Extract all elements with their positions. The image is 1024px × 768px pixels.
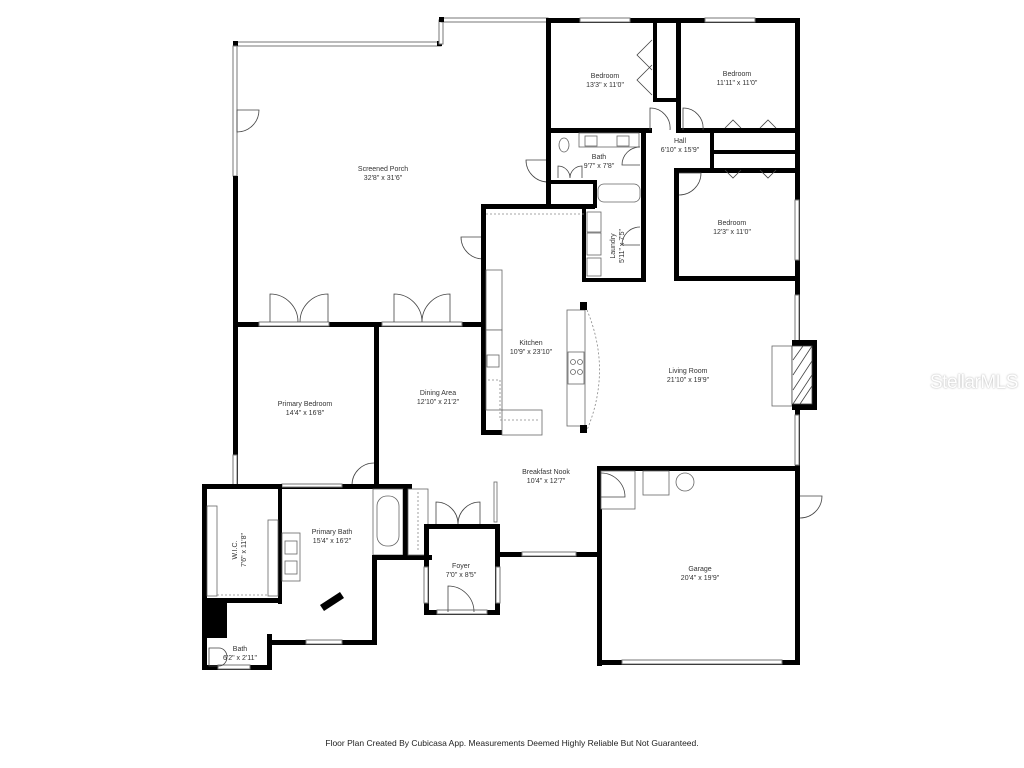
room-dims: 6'2" x 2'11"	[223, 655, 257, 662]
room-name: Foyer	[452, 563, 470, 570]
room-foyer: Foyer 7'0" x 8'5"	[446, 562, 477, 580]
room-bath-small: Bath 6'2" x 2'11"	[223, 645, 257, 663]
room-dims: 6'10" x 15'9"	[660, 147, 700, 154]
room-bedroom-2: Bedroom 11'11" x 11'0"	[717, 70, 758, 88]
room-breakfast-nook: Breakfast Nook 10'4" x 12'7"	[522, 468, 570, 486]
room-bedroom-3: Bedroom 12'3" x 11'0"	[713, 219, 751, 237]
room-primary-bath: Primary Bath 15'4" x 16'2"	[312, 528, 352, 546]
room-hall: Hall 6'10" x 15'9"	[661, 137, 699, 155]
room-name: Garage	[688, 566, 712, 573]
room-name: Laundry	[610, 233, 617, 259]
room-dims: 7'6" x 11'8"	[241, 533, 248, 567]
room-dims: 14'4" x 16'8"	[285, 410, 325, 417]
footer-disclaimer: Floor Plan Created By Cubicasa App. Meas…	[325, 738, 699, 748]
room-name: Breakfast Nook	[522, 469, 570, 476]
room-name: Bedroom	[590, 73, 620, 80]
room-dims: 12'10" x 21'2"	[416, 399, 460, 406]
room-name: Bath	[232, 646, 248, 653]
interior-walls	[546, 18, 800, 282]
room-name: Dining Area	[419, 390, 457, 397]
room-dims: 15'4" x 16'2"	[312, 538, 352, 545]
room-name: Bedroom	[722, 71, 752, 78]
room-name: Screened Porch	[357, 166, 409, 173]
room-primary-bedroom: Primary Bedroom 14'4" x 16'8"	[278, 400, 332, 418]
room-bath-hall: Bath 9'7" x 7'8"	[584, 153, 615, 171]
room-dims: 11'11" x 11'0"	[716, 80, 758, 87]
room-name: Primary Bath	[311, 529, 353, 536]
room-garage: Garage 20'4" x 19'9"	[681, 565, 719, 583]
room-wic: W.I.C. 7'6" x 11'8"	[231, 533, 249, 567]
room-dims: 13'3" x 11'0"	[586, 82, 624, 89]
room-dims: 21'10" x 19'9"	[666, 377, 710, 384]
room-name: Primary Bedroom	[277, 401, 333, 408]
watermark-logo: StellarMLS	[930, 372, 1018, 393]
room-dims: 5'11" x 7'5"	[619, 229, 626, 263]
room-dims: 7'0" x 8'5"	[445, 572, 477, 579]
room-name: Bath	[591, 154, 607, 161]
room-name: Hall	[673, 138, 687, 145]
room-screened-porch: Screened Porch 32'8" x 31'6"	[358, 165, 408, 183]
room-dining-area: Dining Area 12'10" x 21'2"	[417, 389, 459, 407]
room-dims: 10'9" x 23'10"	[509, 349, 553, 356]
room-dims: 20'4" x 19'9"	[680, 575, 720, 582]
room-name: Living Room	[668, 368, 708, 375]
room-name: W.I.C.	[232, 540, 239, 560]
room-dims: 12'3" x 11'0"	[713, 229, 751, 236]
room-dims: 10'4" x 12'7"	[526, 478, 566, 485]
room-living-room: Living Room 21'10" x 19'9"	[667, 367, 709, 385]
room-name: Bedroom	[717, 220, 747, 227]
room-name: Kitchen	[519, 340, 543, 347]
room-dims: 9'7" x 7'8"	[583, 163, 615, 170]
room-laundry: Laundry 5'11" x 7'5"	[609, 229, 627, 263]
room-bedroom-1: Bedroom 13'3" x 11'0"	[586, 72, 624, 90]
room-dims: 32'8" x 31'6"	[363, 175, 403, 182]
room-kitchen: Kitchen 10'9" x 23'10"	[510, 339, 552, 357]
